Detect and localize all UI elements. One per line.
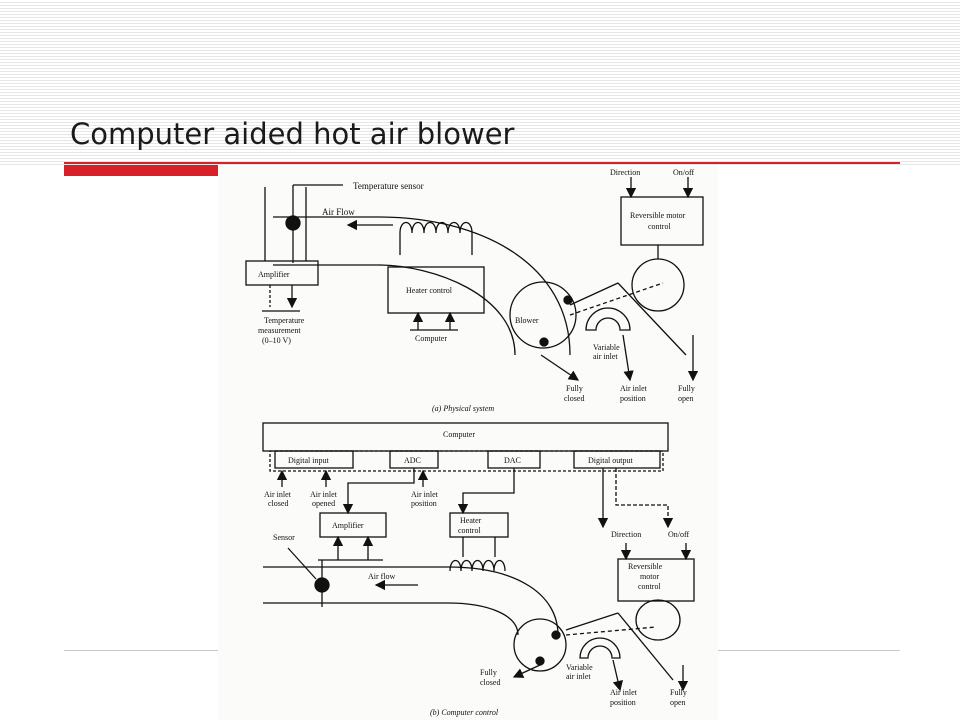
air-inlet-position-label-b1: Air inlet [610, 688, 638, 697]
air-inlet-position-top-label-2: position [411, 499, 437, 508]
air-inlet-closed-label-2: closed [268, 499, 288, 508]
amplifier-box-a [245, 260, 319, 286]
duct-top-edge [273, 216, 571, 356]
temperature-measurement-label-2: measurement [258, 326, 301, 335]
air-inlet-position-label-a2: position [620, 394, 646, 403]
motor-shaft-b [565, 626, 657, 636]
direction-label-a: Direction [610, 168, 640, 177]
heater-coil [399, 221, 473, 234]
air-flow-label-b: Air flow [368, 572, 396, 581]
heater-control-box-b [449, 512, 509, 538]
blower-contact-a2 [539, 337, 549, 347]
air-inlet-opened-label-1: Air inlet [310, 490, 338, 499]
reversible-motor-label-b1: Reversible [628, 562, 663, 571]
physical-system: Temperature sensor Air Flow Amplifier Te… [245, 168, 704, 413]
io-dashed-frame [269, 450, 664, 472]
dac-label: DAC [504, 456, 521, 465]
heater-control-label-b1: Heater [460, 516, 482, 525]
duct-b-top-edge [263, 566, 559, 636]
reversible-motor-control-box-b [617, 558, 695, 602]
sensor-leader-b [287, 547, 317, 580]
temperature-measurement-label-1: Temperature [264, 316, 305, 325]
adc-label: ADC [404, 456, 421, 465]
reversible-motor-label-b2: motor [640, 572, 659, 581]
fully-open-label-a1: Fully [678, 384, 695, 393]
duct-bottom-edge [273, 264, 516, 356]
reversible-motor-label-a2: control [648, 222, 671, 231]
inlet-arm-diag-b [617, 612, 674, 681]
temperature-measurement-label-3: (0–10 V) [262, 336, 291, 345]
variable-inlet-label-1: Variable [593, 343, 620, 352]
variable-inlet-label-b2: air inlet [566, 672, 591, 681]
header-stripes [0, 0, 960, 165]
blower-housing-b [513, 618, 567, 672]
inlet-arm-diag-a [617, 282, 687, 356]
variable-air-inlet-b [579, 637, 621, 659]
digital-input-box [274, 450, 354, 469]
fully-closed-label-b2: closed [480, 678, 500, 687]
heater-control-label-a: Heater control [406, 286, 453, 295]
inlet-arm-b [565, 612, 619, 631]
onoff-label-b: On/off [668, 530, 690, 539]
air-inlet-position-label-b2: position [610, 698, 636, 707]
blower-label: Blower [515, 316, 539, 325]
amplifier-box-b [319, 512, 387, 538]
blower-contact-a1 [563, 295, 573, 305]
air-inlet-position-label-a1: Air inlet [620, 384, 648, 393]
adc-to-amplifier [342, 468, 415, 515]
variable-inlet-label-b1: Variable [566, 663, 593, 672]
fully-closed-label-a1: Fully [566, 384, 583, 393]
direction-label-b: Direction [611, 530, 641, 539]
amplifier-label-a: Amplifier [258, 270, 290, 279]
blower-contact-b2 [535, 656, 545, 666]
reversible-motor-label-b3: control [638, 582, 661, 591]
digital-output-label: Digital output [588, 456, 633, 465]
title-underline [64, 162, 900, 164]
motor-b [635, 599, 681, 641]
motor-shaft-a [569, 282, 664, 316]
heater-control-box-a [387, 266, 485, 314]
fully-closed-arrow-b [512, 664, 541, 678]
computer-label-b: Computer [443, 430, 475, 439]
reversible-motor-control-box-a [620, 196, 704, 246]
air-inlet-position-arrow-a [622, 334, 634, 382]
caption-a: (a) Physical system [432, 404, 494, 413]
duct-b-bottom-edge [263, 602, 519, 636]
temperature-sensor-label: Temperature sensor [353, 181, 424, 191]
fully-closed-arrow-a [540, 354, 580, 381]
heater-control-label-b2: control [458, 526, 481, 535]
air-inlet-position-top-label-1: Air inlet [411, 490, 439, 499]
fully-open-label-b1: Fully [670, 688, 687, 697]
fully-open-label-b2: open [670, 698, 686, 707]
amplifier-label-b: Amplifier [332, 521, 364, 530]
computer-control-system: Computer Digital input ADC DAC Digital o… [262, 422, 695, 717]
blower-diagram-svg: Temperature sensor Air Flow Amplifier Te… [245, 168, 704, 717]
sensor-label-b: Sensor [273, 533, 295, 542]
variable-inlet-label-2: air inlet [593, 352, 618, 361]
digital-input-label: Digital input [288, 456, 329, 465]
onoff-label-a: On/off [673, 168, 695, 177]
variable-air-inlet-a [585, 307, 631, 331]
inlet-arm-a [569, 282, 619, 306]
blower-diagram: Temperature sensor Air Flow Amplifier Te… [218, 165, 718, 720]
reversible-motor-label-a1: Reversible motor [630, 211, 686, 220]
air-inlet-position-arrow-b [612, 659, 623, 692]
dac-to-heater [457, 468, 515, 515]
computer-label-a: Computer [415, 334, 447, 343]
digital-output-box [573, 450, 661, 469]
blower-housing-a [509, 281, 577, 349]
digital-output-onoff [615, 468, 674, 529]
air-flow-label: Air Flow [322, 207, 355, 217]
air-inlet-opened-label-2: opened [312, 499, 335, 508]
blower-contact-b1 [551, 630, 561, 640]
fully-closed-label-a2: closed [564, 394, 584, 403]
air-inlet-closed-label-1: Air inlet [264, 490, 292, 499]
fully-closed-label-b1: Fully [480, 668, 497, 677]
slide-title: Computer aided hot air blower [70, 117, 515, 151]
fully-open-label-a2: open [678, 394, 694, 403]
caption-b: (b) Computer control [430, 708, 499, 717]
